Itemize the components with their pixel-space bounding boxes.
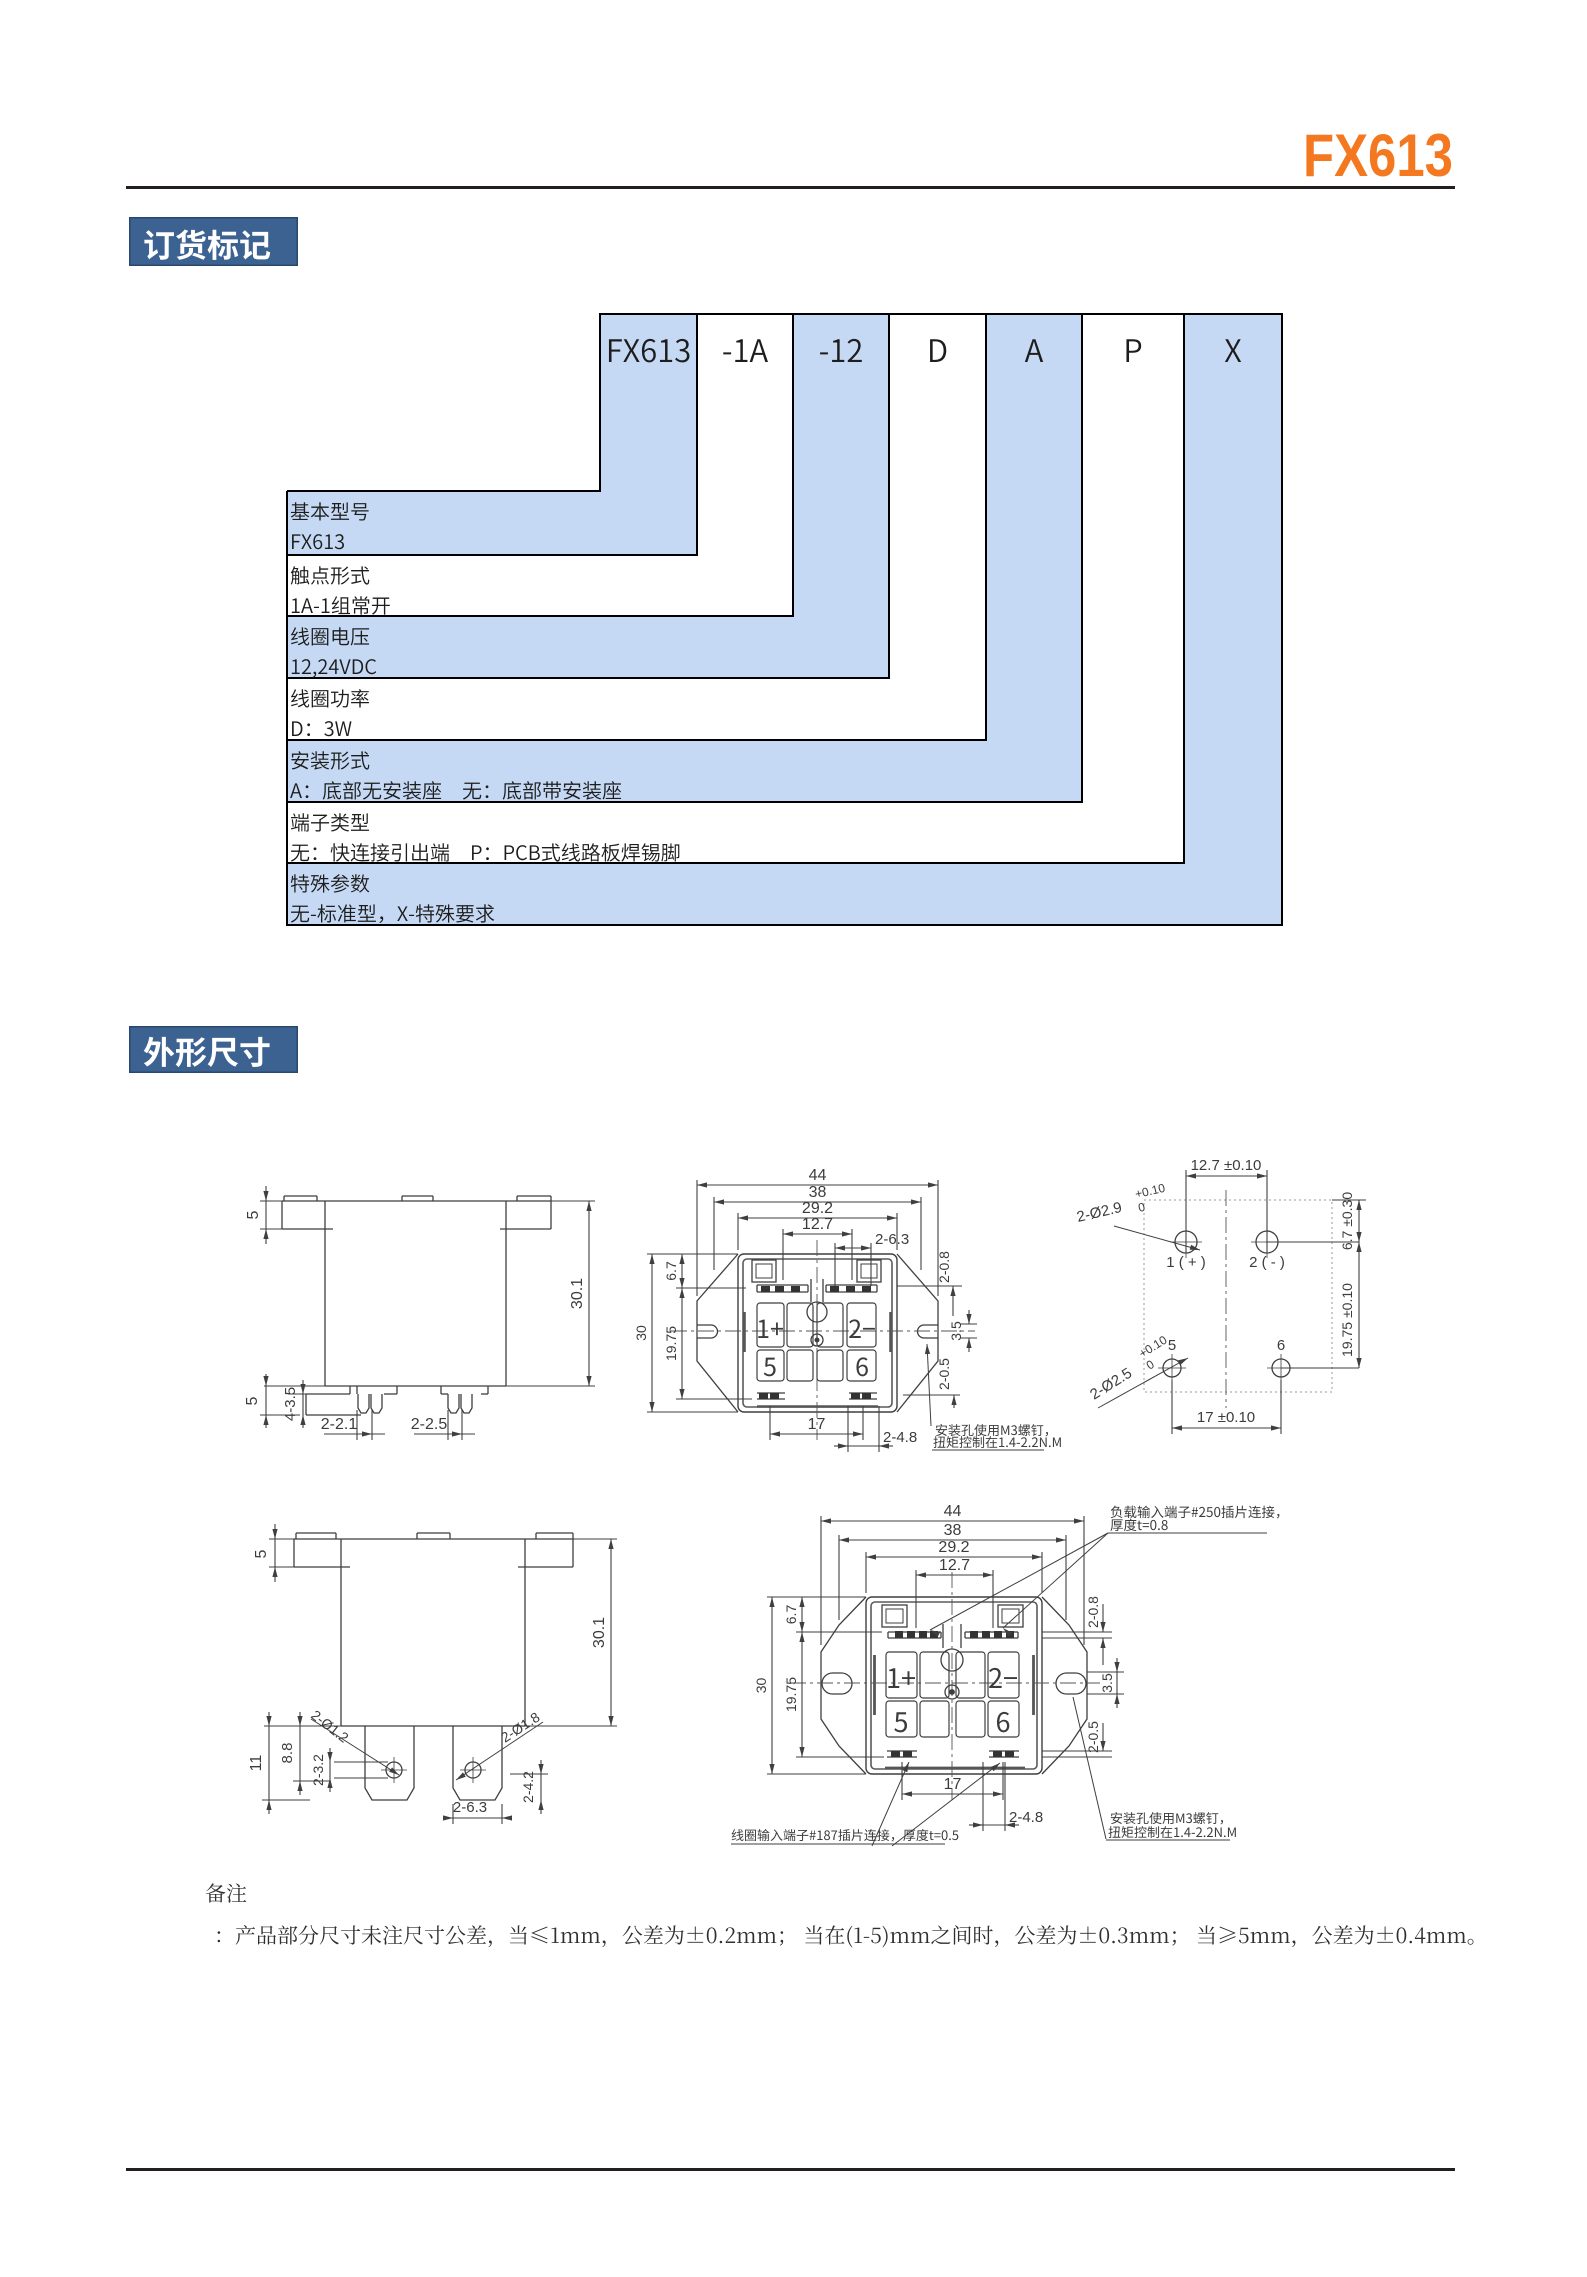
svg-text:12.7 ±0.10: 12.7 ±0.10 <box>1191 1157 1262 1174</box>
svg-text:44: 44 <box>944 1503 962 1520</box>
svg-text:30: 30 <box>753 1678 769 1694</box>
svg-text:17 ±0.10: 17 ±0.10 <box>1197 1409 1255 1426</box>
svg-text:2-2.1: 2-2.1 <box>321 1416 358 1433</box>
svg-text:0: 0 <box>1137 1200 1147 1215</box>
svg-text:1 ( + ): 1 ( + ) <box>1166 1254 1206 1271</box>
svg-text:2-0.5: 2-0.5 <box>1085 1721 1101 1753</box>
svg-text:8.8: 8.8 <box>279 1743 296 1764</box>
svg-text:2-Ø2.5: 2-Ø2.5 <box>1087 1365 1135 1404</box>
svg-text:17: 17 <box>944 1776 962 1793</box>
svg-text:3.5: 3.5 <box>1099 1673 1115 1693</box>
svg-text:11: 11 <box>248 1755 265 1772</box>
svg-text:29.2: 29.2 <box>938 1539 969 1556</box>
svg-text:4-3.5: 4-3.5 <box>282 1387 299 1421</box>
svg-text:+0.10: +0.10 <box>1134 1181 1167 1202</box>
svg-text:6.7: 6.7 <box>783 1605 799 1625</box>
svg-text:2-6.3: 2-6.3 <box>875 1231 909 1248</box>
svg-text:2-6.3: 2-6.3 <box>453 1799 487 1816</box>
svg-text:2-0.8: 2-0.8 <box>1085 1596 1101 1628</box>
svg-text:5: 5 <box>245 1210 262 1219</box>
svg-text:2-4.8: 2-4.8 <box>1009 1809 1043 1826</box>
svg-text:6: 6 <box>1277 1337 1285 1354</box>
svg-text:17: 17 <box>808 1416 826 1433</box>
svg-text:6.7: 6.7 <box>663 1261 679 1281</box>
svg-text:30: 30 <box>633 1325 649 1341</box>
svg-text:29.2: 29.2 <box>802 1200 833 1217</box>
svg-text:5: 5 <box>253 1549 270 1558</box>
svg-text:30.1: 30.1 <box>591 1617 608 1648</box>
svg-text:6.7 ±0.30: 6.7 ±0.30 <box>1339 1192 1355 1250</box>
svg-text:19.75 ±0.10: 19.75 ±0.10 <box>1339 1283 1355 1357</box>
svg-text:2-4.2: 2-4.2 <box>520 1771 536 1803</box>
svg-text:44: 44 <box>809 1167 827 1184</box>
svg-text:3.5: 3.5 <box>948 1321 964 1341</box>
svg-text:+0.10: +0.10 <box>1136 1333 1169 1361</box>
svg-text:2-4.8: 2-4.8 <box>883 1429 917 1446</box>
svg-text:2-Ø2.9: 2-Ø2.9 <box>1075 1199 1124 1226</box>
svg-text:2 ( - ): 2 ( - ) <box>1249 1254 1285 1271</box>
svg-text:2-0.5: 2-0.5 <box>936 1358 952 1390</box>
svg-text:12.7: 12.7 <box>802 1216 833 1233</box>
svg-text:5: 5 <box>244 1396 261 1405</box>
svg-text:2-0.8: 2-0.8 <box>936 1251 952 1283</box>
svg-text:19.75: 19.75 <box>783 1677 799 1712</box>
svg-text:30.1: 30.1 <box>569 1278 586 1309</box>
svg-text:12.7: 12.7 <box>939 1557 970 1574</box>
svg-text:38: 38 <box>809 1184 827 1201</box>
svg-text:19.75: 19.75 <box>663 1326 679 1361</box>
svg-text:FX613: FX613 <box>1303 122 1453 189</box>
svg-text:2-3.2: 2-3.2 <box>310 1754 326 1786</box>
svg-text:2-2.5: 2-2.5 <box>411 1416 448 1433</box>
svg-text:5: 5 <box>1168 1337 1176 1354</box>
svg-text:38: 38 <box>944 1522 962 1539</box>
svg-text:0: 0 <box>1144 1357 1157 1373</box>
